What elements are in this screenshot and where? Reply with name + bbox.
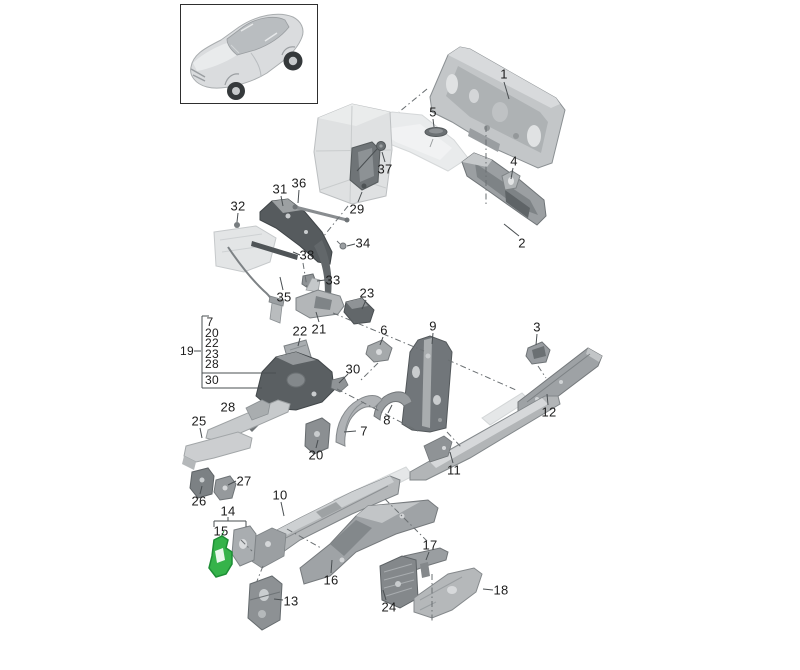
part-5-cap: [424, 127, 448, 148]
callout-36[interactable]: 36: [291, 175, 307, 191]
part-37-screw: [356, 141, 386, 172]
vehicle-thumbnail-box[interactable]: [180, 4, 318, 104]
group-19-item-20[interactable]: 20: [205, 326, 219, 340]
callout-27[interactable]: 27: [236, 473, 252, 489]
group-19-boxed-item-30[interactable]: 30: [205, 373, 219, 387]
callout-33[interactable]: 33: [325, 272, 341, 288]
part-6-bracket: [365, 339, 393, 363]
part-18-floor-panel: [413, 567, 483, 619]
part-24-bracket: [379, 555, 419, 609]
callout-37[interactable]: 37: [377, 161, 393, 177]
part-8-arch-bracket: [373, 391, 413, 421]
part-35-tube: [227, 246, 285, 324]
callout-38[interactable]: 38: [299, 247, 315, 263]
part-13-bracket: [247, 575, 283, 631]
part-28-rail: [205, 399, 291, 443]
callout-34[interactable]: 34: [355, 235, 371, 251]
callout-12[interactable]: 12: [541, 404, 557, 420]
group-19-bracket-lines: [194, 315, 276, 389]
callout-26[interactable]: 26: [191, 493, 207, 509]
callout-5[interactable]: 5: [429, 104, 437, 120]
callout-14[interactable]: 14: [220, 503, 236, 519]
leader-lines: [199, 81, 549, 601]
group-19-label[interactable]: 19: [180, 344, 194, 358]
part-16-panel: [299, 499, 439, 585]
callout-21[interactable]: 21: [311, 321, 327, 337]
part-10-rail: [249, 475, 401, 569]
callout-1[interactable]: 1: [500, 66, 508, 82]
part-32-panel: [213, 222, 277, 273]
callout-9[interactable]: 9: [429, 318, 437, 334]
callout-25[interactable]: 25: [191, 413, 207, 429]
callout-6[interactable]: 6: [380, 322, 388, 338]
callout-22[interactable]: 22: [292, 323, 308, 339]
group-19-item-23[interactable]: 23: [205, 347, 219, 361]
callout-24[interactable]: 24: [381, 599, 397, 615]
part-15-selected-highlight[interactable]: [208, 530, 233, 578]
part-23-piece: [343, 297, 375, 325]
car-suv-isometric-icon: [190, 13, 304, 100]
callout-31[interactable]: 31: [272, 181, 288, 197]
part-4-clip: [501, 170, 521, 191]
part-34-screw: [336, 240, 347, 250]
callout-11[interactable]: 11: [446, 462, 462, 478]
part-26-bracket: [189, 467, 215, 499]
part-25-rail: [182, 431, 253, 470]
part-9-pillar-panel: [401, 335, 453, 433]
callout-30[interactable]: 30: [345, 361, 361, 377]
callout-7[interactable]: 7: [360, 423, 368, 439]
group-19-item-22[interactable]: 22: [205, 336, 219, 350]
part-20-bracket: [304, 417, 331, 455]
group-19-item-28[interactable]: 28: [205, 357, 219, 371]
part-21-bracket: [295, 277, 345, 319]
part-27-bracket: [213, 475, 237, 501]
callout-10[interactable]: 10: [272, 487, 288, 503]
callout-8[interactable]: 8: [383, 412, 391, 428]
callout-32[interactable]: 32: [230, 198, 246, 214]
callout-13[interactable]: 13: [283, 593, 299, 609]
callout-28[interactable]: 28: [220, 399, 236, 415]
callout-3[interactable]: 3: [533, 319, 541, 335]
callout-29[interactable]: 29: [349, 201, 365, 217]
part-1-cowl-panel: [429, 46, 566, 169]
part-38-strip: [251, 241, 298, 260]
callout-15[interactable]: 15: [213, 523, 229, 539]
callout-4[interactable]: 4: [510, 153, 518, 169]
callout-18[interactable]: 18: [493, 582, 509, 598]
part-11-rail: [409, 395, 561, 481]
part-14-bracket: [231, 525, 257, 567]
callout-35[interactable]: 35: [276, 289, 292, 305]
part-30-clip: [330, 376, 349, 393]
callout-20[interactable]: 20: [308, 447, 324, 463]
callout-16[interactable]: 16: [323, 572, 339, 588]
callout-2[interactable]: 2: [518, 235, 526, 251]
callout-23[interactable]: 23: [359, 285, 375, 301]
group-19-item-7[interactable]: 7: [206, 315, 214, 329]
assembly-axis-lines: [240, 88, 547, 621]
part-7-arch: [335, 395, 383, 447]
part-29-housing: [313, 103, 393, 205]
group-14-bracket-lines: [213, 517, 247, 527]
part-3-bracket: [525, 341, 551, 365]
part-31-fender-support: [259, 198, 333, 303]
callout-17[interactable]: 17: [422, 537, 438, 553]
